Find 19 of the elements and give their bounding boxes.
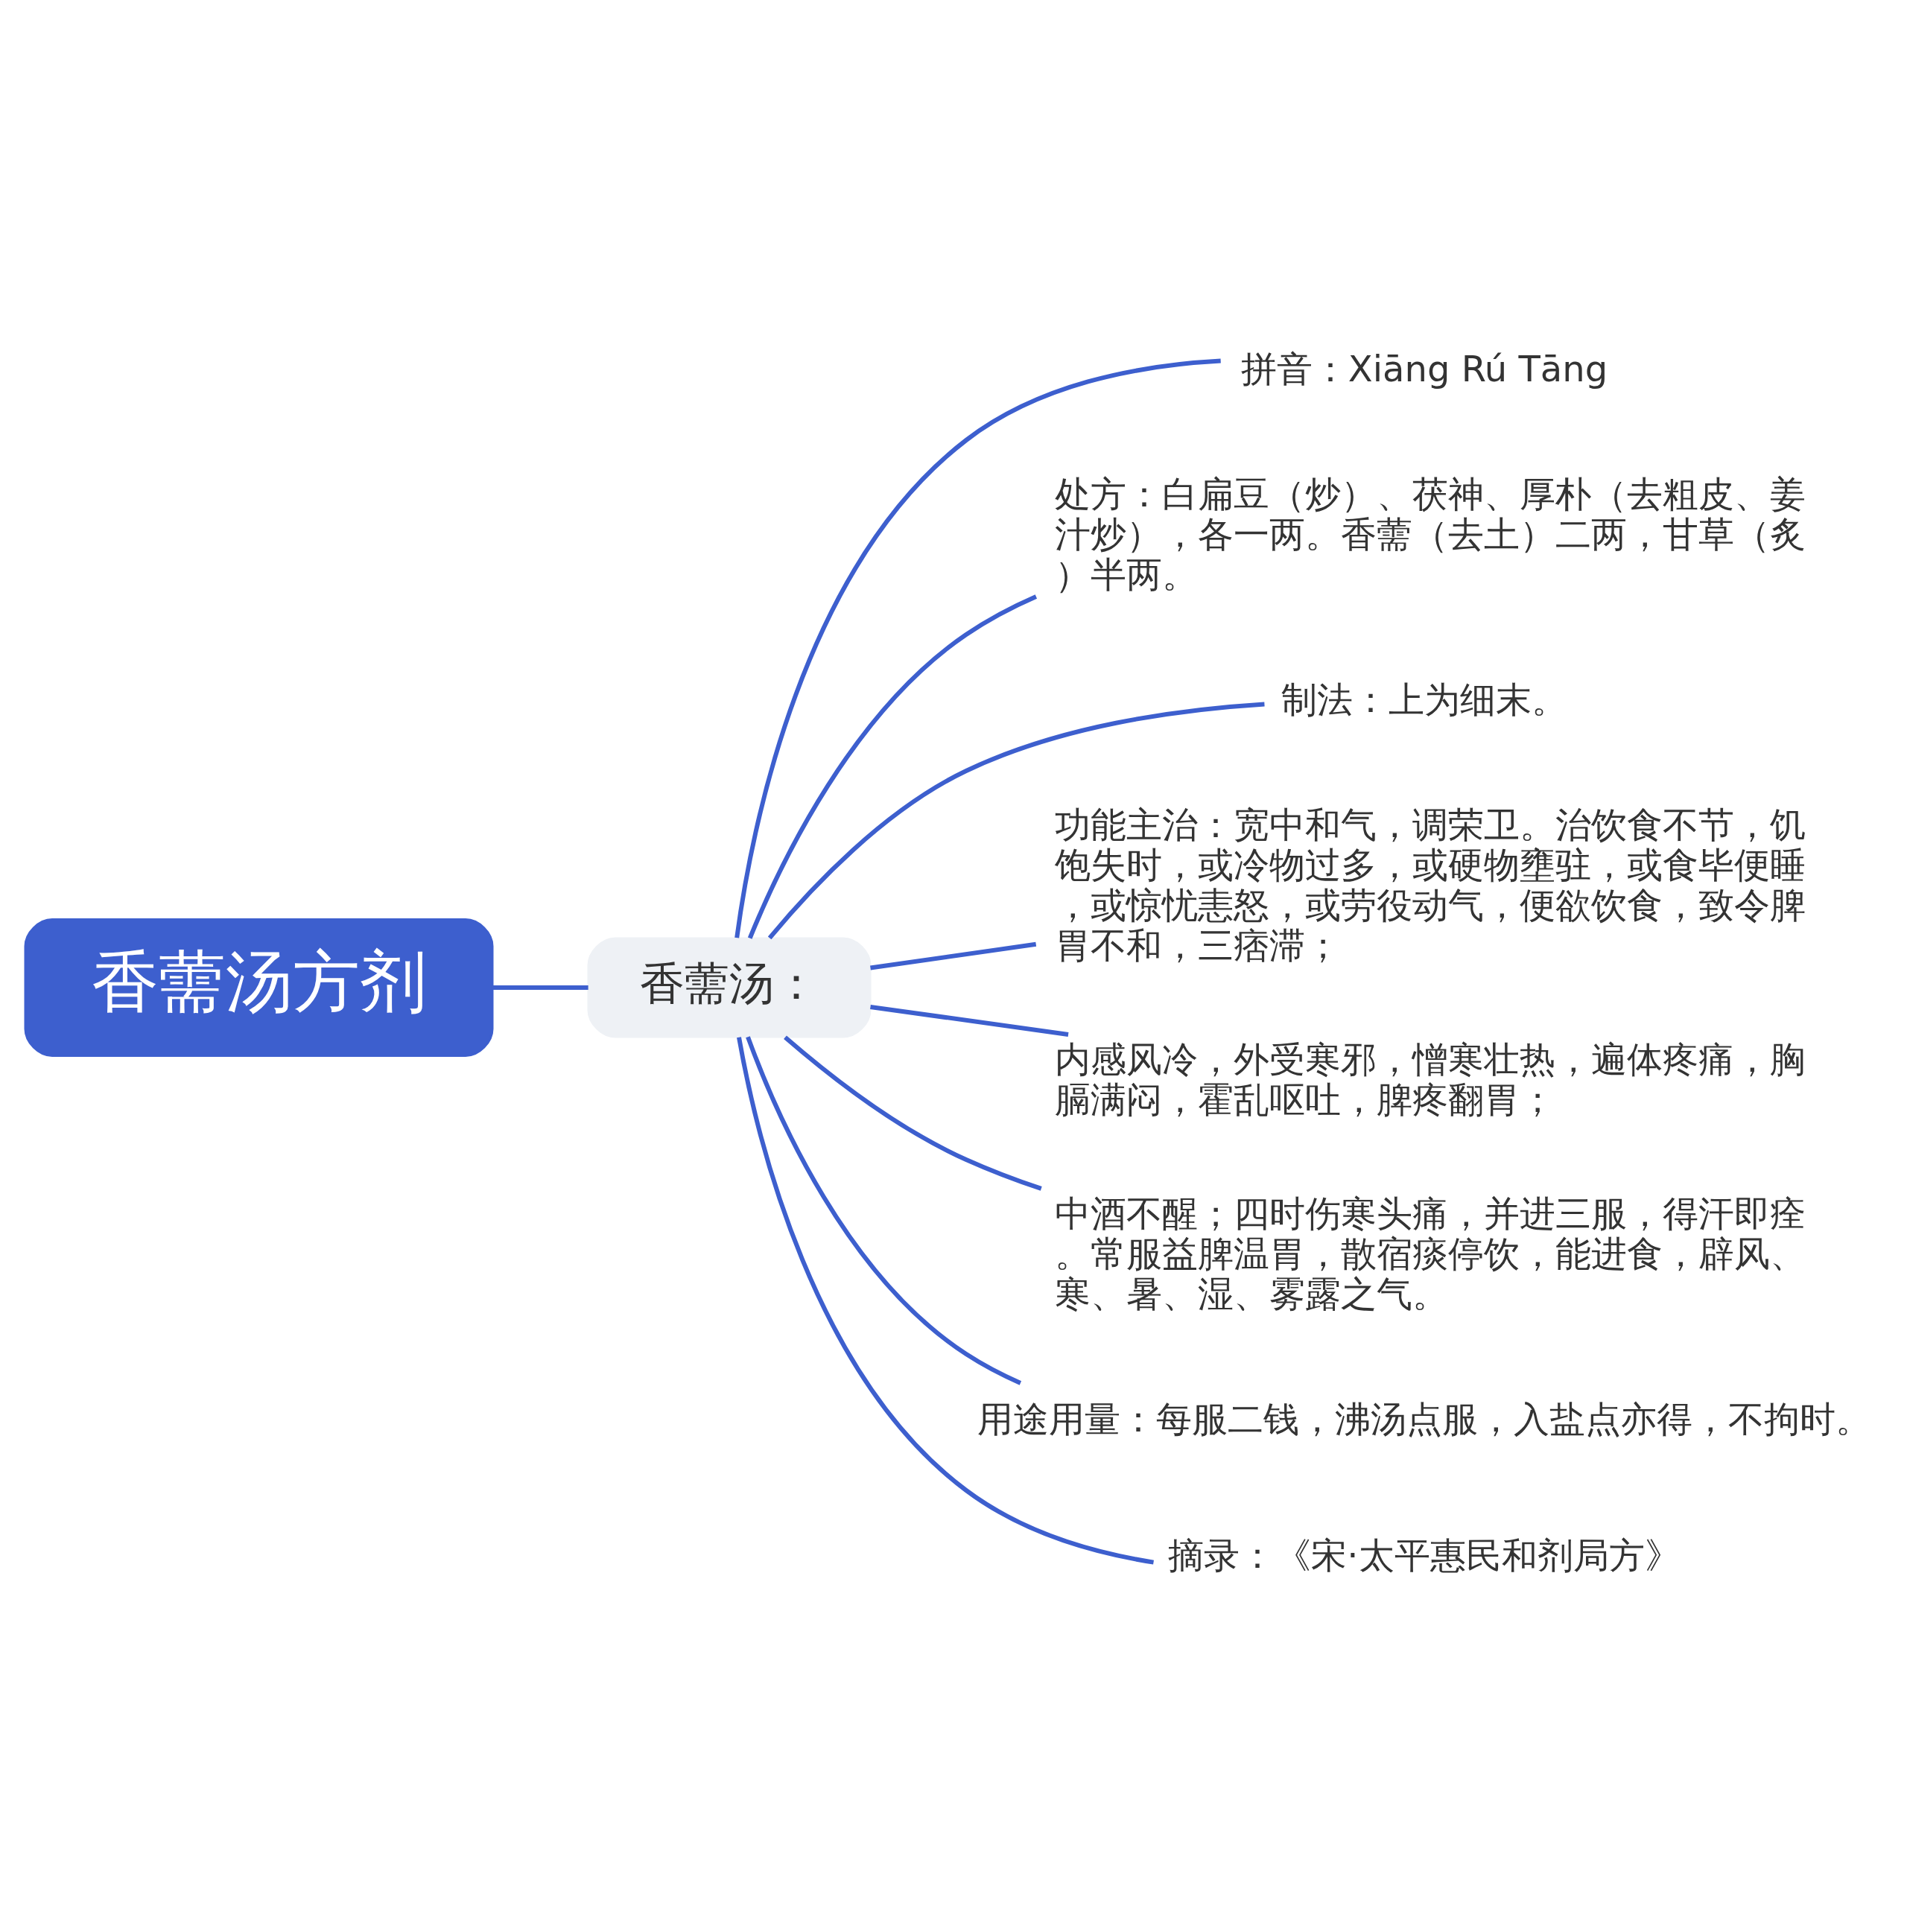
connector (492, 985, 588, 990)
node-text: 处方：白扁豆（炒）、茯神、厚朴（去粗皮、姜汁炒），各一两。香薷（去土）二两，甘草（炙）半两。 (1054, 472, 1805, 595)
connector (869, 941, 1036, 970)
node-text: 拼音：Xiāng Rú Tāng (1240, 347, 1608, 390)
node-box: 香薷汤方剂 (24, 918, 493, 1057)
connector (747, 594, 1037, 939)
connector (767, 701, 1265, 939)
node-text: 摘录：《宋·太平惠民和剂局方》 (1167, 1534, 1681, 1576)
node-text: 功能主治：宽中和气，调荣卫。治饮食不节，饥饱失时，或冷物过多，或硬物壅驻，或食毕便睡，或惊忧恚怒，或劳役动气，便欲饮食，致令脾胃不和，三痞滞； (1054, 803, 1805, 966)
node-text: 中酒不醒；四时伤寒头痛，并进三服，得汗即痊。常服益脾温胃，散宿痰停饮，能进食，辟风、寒、暑、湿、雾露之气。 (1054, 1192, 1805, 1315)
node-text: 用途用量：每服二钱，沸汤点服，入盐点亦得，不拘时。 (977, 1397, 1871, 1440)
connector (734, 358, 1221, 938)
connector (783, 1035, 1042, 1191)
node-text: 制法：上为细末。 (1281, 678, 1567, 720)
connector (745, 1035, 1021, 1385)
node-text: 内感风冷，外受寒邪，憎寒壮热，遍体疼痛，胸膈满闷，霍乱呕吐，脾疼翻胃； (1054, 1038, 1805, 1120)
connector (869, 1004, 1068, 1037)
node-box: 香薷汤： (587, 937, 871, 1038)
connector (736, 1036, 1154, 1565)
